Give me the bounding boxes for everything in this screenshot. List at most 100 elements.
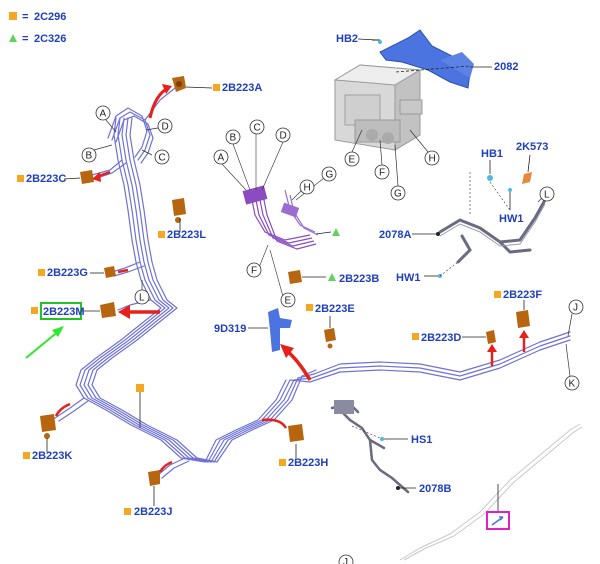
label-2b223d: 2B223D — [421, 332, 461, 344]
svg-text:K: K — [569, 379, 576, 390]
svg-text:L: L — [139, 293, 145, 304]
svg-text:D: D — [280, 131, 287, 142]
marker-2b223f-icon — [494, 291, 501, 298]
marker-2b223e-icon — [306, 304, 313, 311]
svg-text:E: E — [349, 155, 356, 166]
abs-module-assembly — [333, 29, 474, 151]
label-hb2: HB2 — [336, 33, 358, 45]
label-2b223k: 2B223K — [32, 450, 72, 462]
callout-j-right — [568, 299, 584, 315]
label-2b223h: 2B223H — [288, 457, 328, 469]
legend-equals-1: = — [22, 11, 28, 23]
label-9d319: 9D319 — [214, 323, 246, 335]
label-2b223j: 2B223J — [134, 506, 173, 518]
svg-text:H: H — [304, 183, 311, 194]
connector-2b223b-icon — [288, 270, 302, 284]
svg-text:B: B — [230, 133, 237, 144]
callout-d-center — [275, 127, 291, 143]
marker-2b223c-icon — [17, 175, 24, 182]
label-2b223f: 2B223F — [503, 289, 542, 301]
marker-2b223h-icon — [279, 459, 286, 466]
red-arrow-2b223g-icon — [117, 268, 129, 274]
main-brake-pipe-bundle — [54, 87, 571, 479]
ghost-pipe-lower-right — [399, 423, 583, 561]
label-hb1: HB1 — [481, 148, 503, 160]
top-left-callouts: A B C D — [81, 105, 173, 165]
callout-d-top — [157, 118, 173, 134]
abs-bracket-icon — [379, 29, 471, 89]
connector-2b223c-icon — [80, 170, 94, 184]
callout-b-top — [81, 147, 97, 163]
center-line-bundle — [249, 189, 319, 250]
svg-text:D: D — [162, 122, 169, 133]
red-arrow-2b223a-icon — [148, 86, 169, 119]
connector-2b223l-icon — [172, 198, 186, 223]
svg-text:A: A — [218, 153, 225, 164]
svg-text:C: C — [254, 123, 261, 134]
callout-e-center — [280, 292, 296, 308]
svg-text:C: C — [159, 153, 166, 164]
connector-2b223f-icon — [516, 310, 530, 328]
callout-j-bottom — [338, 554, 354, 564]
callout-c-center — [249, 119, 265, 135]
marker-2b223l-icon — [158, 231, 165, 238]
abs-bracket-tab — [440, 52, 474, 78]
svg-text:F: F — [379, 168, 385, 179]
connector-2b223d-icon — [486, 330, 496, 344]
callout-f-center — [246, 262, 262, 278]
marker-2b223b-icon — [328, 273, 336, 281]
marker-clip-icon — [136, 384, 144, 392]
legend-equals-2: = — [22, 33, 28, 45]
connector-2b223e-icon — [324, 328, 336, 349]
callout-b-center — [225, 129, 241, 145]
svg-text:G: G — [394, 189, 402, 200]
sensor-2k573-icon — [522, 172, 532, 184]
callout-a-top — [95, 105, 111, 121]
clip-hb1-icon — [487, 175, 493, 181]
callout-l-right — [539, 186, 555, 202]
label-hw1-right: HW1 — [499, 213, 523, 225]
svg-text:G: G — [326, 170, 334, 181]
callout-g-abs — [390, 185, 406, 201]
legend-label-2c296: 2C296 — [34, 11, 66, 23]
label-2078a: 2078A — [379, 229, 411, 241]
svg-text:E: E — [285, 296, 292, 307]
svg-text:J: J — [343, 557, 348, 564]
center-junction-block-icon — [242, 185, 268, 205]
label-2b223g: 2B223G — [47, 267, 88, 279]
red-arrow-2b223j-icon — [158, 460, 173, 473]
label-2082: 2082 — [494, 61, 518, 73]
connector-2b223h-icon — [288, 424, 304, 442]
center-triangle-marker-icon — [332, 228, 340, 236]
legend-square-icon — [9, 12, 17, 20]
callout-h-center — [299, 179, 315, 195]
connector-2b223g-icon — [104, 266, 116, 278]
label-2b223m: 2B223M — [43, 306, 85, 318]
label-2b223a: 2B223A — [222, 82, 262, 94]
callout-a-center — [213, 149, 229, 165]
callout-c-top — [154, 149, 170, 165]
callout-f-abs — [374, 164, 390, 180]
connector-2b223a-icon — [172, 76, 186, 92]
svg-text:A: A — [100, 109, 107, 120]
legend: = 2C296 = 2C326 — [9, 11, 66, 45]
view-direction-arrow-icon — [491, 516, 504, 526]
bracket-9d319-icon — [268, 308, 292, 352]
svg-text:H: H — [429, 154, 436, 165]
marker-2b223d-icon — [412, 333, 419, 340]
magenta-view-box-icon — [486, 511, 510, 530]
svg-text:B: B — [86, 151, 93, 162]
center-callouts — [221, 133, 325, 301]
callout-l-left — [134, 289, 150, 305]
marker-2b223k-icon — [23, 452, 30, 459]
connector-2b223k-icon — [40, 414, 56, 439]
connector-2b223j-icon — [148, 470, 160, 486]
marker-2b223a-icon — [213, 84, 220, 91]
label-2b223c: 2B223C — [26, 173, 66, 185]
harness-2078a-detail — [439, 203, 546, 247]
callout-h-abs — [424, 150, 440, 166]
label-2078b: 2078B — [419, 483, 451, 495]
svg-text:F: F — [251, 266, 257, 277]
callout-g-center — [321, 166, 337, 182]
